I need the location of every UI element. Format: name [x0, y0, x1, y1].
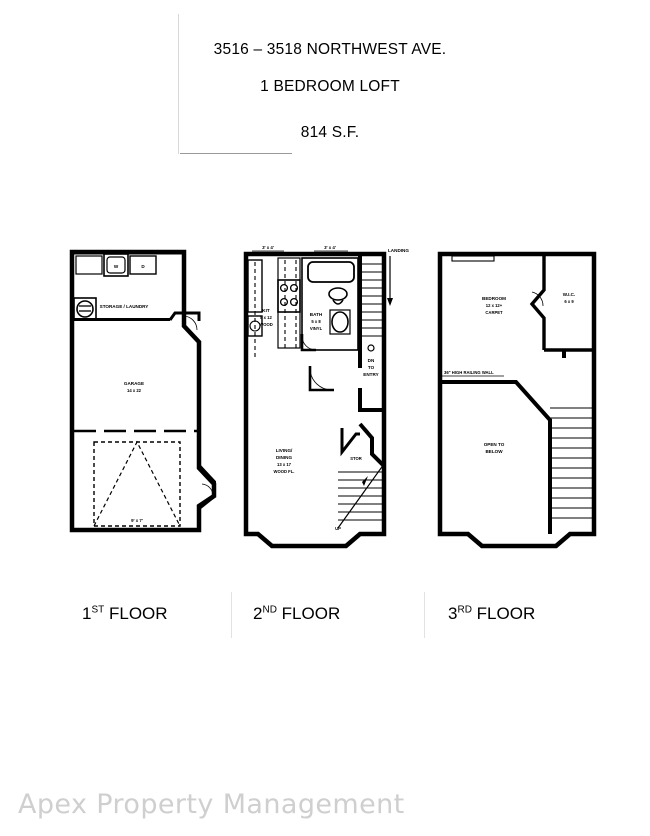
garage-door-dimension: 9' x 7' — [131, 518, 143, 523]
room-material-bedroom: CARPET — [485, 310, 503, 315]
scan-rule-left — [178, 14, 179, 154]
floor-caption-2nd-word: FLOOR — [281, 604, 341, 623]
floor-2-entry-jog — [358, 388, 386, 468]
dryer-label: D — [141, 264, 145, 269]
window-right-dimension: 3' x 4' — [324, 245, 336, 250]
room-label-storage-laundry: STORAGE / LAUNDRY — [100, 304, 149, 309]
floor-3-bay-window — [466, 532, 572, 548]
floor-2-storage-closet — [340, 428, 360, 457]
room-label-bath: BATH — [310, 312, 323, 317]
floor-3-stair — [550, 407, 594, 519]
down-to-entry-annotation: DN TO ENTRY — [363, 358, 378, 377]
floor-1-appliances: W D — [75, 253, 157, 277]
floor-3-wic-walls — [529, 256, 594, 358]
room-label-living: LIVING/ — [276, 448, 293, 453]
floor-caption-1st-suffix: ST — [91, 604, 105, 616]
to-label: TO — [368, 365, 375, 370]
furnace-icon — [73, 297, 97, 321]
railing-wall-label: 36" HIGH RAILING WALL — [444, 370, 494, 375]
room-label-dining: DINING — [276, 455, 293, 460]
landing-annotation: LANDING — [387, 248, 409, 306]
floor-2-stair-lower — [337, 463, 385, 529]
room-material-kitchen: WOOD — [259, 322, 273, 327]
page-title-square-feet: 814 S.F. — [300, 124, 360, 141]
floor-caption-1st-word: FLOOR — [108, 604, 168, 623]
floor-3-railing-wall — [442, 375, 552, 534]
floor-caption-3rd-suffix: RD — [457, 604, 472, 616]
open-to-label: OPEN TO — [484, 442, 505, 447]
watermark-text: Apex Property Management — [18, 789, 405, 820]
page-title-address: 3516 – 3518 NORTHWEST AVE. — [213, 41, 447, 58]
floor-caption-2nd-suffix: ND — [262, 604, 277, 616]
room-dim-kitchen: 8 x 12 — [260, 315, 272, 320]
floor-caption-3rd-ordinal: 3 — [448, 604, 458, 623]
scan-rule-bottom — [180, 153, 292, 154]
floor-2-stair-upper — [360, 263, 384, 352]
dn-label: DN — [368, 358, 375, 363]
floor-2-bay-window — [256, 532, 362, 548]
floor-2-doors — [300, 334, 334, 392]
floor-plan-1st: W D STORAGE / LAUNDRY GARAGE 14 x — [62, 238, 222, 538]
landing-label: LANDING — [388, 248, 409, 253]
room-dim-bedroom: 12 x 12+ — [486, 303, 503, 308]
floor-2-window-dimensions: 3' x 4' 3' x 4' — [252, 245, 348, 252]
floor-caption-3rd-word: FLOOR — [476, 604, 536, 623]
scan-rule-right — [424, 592, 425, 638]
floor-1-interior-walls — [74, 311, 201, 331]
page-title-unit-type: 1 BEDROOM LOFT — [260, 78, 400, 95]
room-dim-bath: 5 x 8 — [311, 319, 321, 324]
floor-1-walls — [69, 249, 217, 533]
room-label-kitchen: KIT — [262, 308, 270, 313]
floor-caption-1st-ordinal: 1 — [82, 604, 92, 623]
room-dim-living-dining: 13 x 17 — [277, 462, 292, 467]
washer-label: W — [114, 264, 119, 269]
up-label: UP — [335, 526, 341, 531]
floor-3-walls — [437, 251, 597, 549]
floor-caption-2nd: 2ND FLOOR — [253, 604, 340, 624]
floor-2-kitchen-fixtures — [247, 257, 301, 358]
floor-1-side-entry — [197, 464, 216, 510]
floor-caption-1st: 1ST FLOOR — [82, 604, 168, 624]
window-left-dimension: 3' x 4' — [262, 245, 274, 250]
room-material-living-dining: WOOD FL. — [274, 469, 295, 474]
below-label: BELOW — [485, 449, 503, 454]
floor-plan-3rd: BEDROOM 12 x 12+ CARPET W.I.C. 6 x 9 36"… — [432, 238, 604, 550]
room-label-wic: W.I.C. — [563, 292, 576, 297]
floor-2-bath-fixtures — [301, 257, 359, 351]
garage-door-opening — [74, 429, 199, 527]
entry-label: ENTRY — [363, 372, 378, 377]
room-dim-garage: 14 x 22 — [127, 388, 142, 393]
floor-3-bedroom-closet — [451, 255, 495, 262]
title-block: 3516 – 3518 NORTHWEST AVE. 1 BEDROOM LOF… — [178, 14, 478, 154]
room-dim-wic: 6 x 9 — [564, 299, 574, 304]
room-label-bedroom: BEDROOM — [482, 296, 506, 301]
room-material-bath: VINYL — [310, 326, 323, 331]
floor-plans-container: W D STORAGE / LAUNDRY GARAGE 14 x — [0, 238, 650, 638]
room-label-garage: GARAGE — [124, 381, 144, 386]
floor-2-walls — [243, 251, 387, 549]
scan-rule-mid — [231, 592, 232, 638]
floor-caption-2nd-ordinal: 2 — [253, 604, 263, 623]
floor-caption-3rd: 3RD FLOOR — [448, 604, 535, 624]
floor-plan-2nd: 3' x 4' 3' x 4' — [238, 238, 424, 550]
room-label-storage: STOR — [350, 456, 362, 461]
